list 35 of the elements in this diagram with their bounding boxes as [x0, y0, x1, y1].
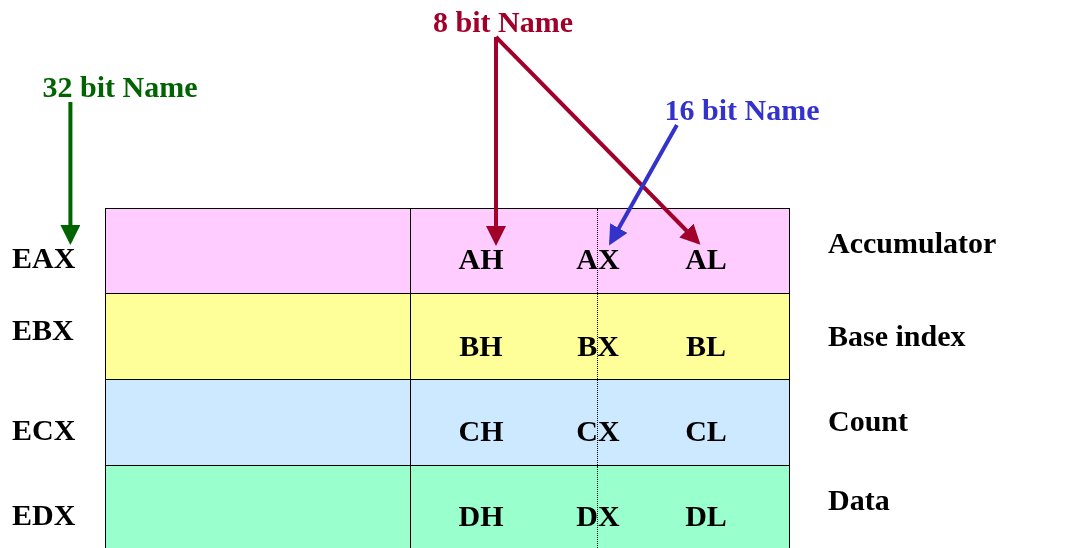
- register-description: Accumulator: [828, 228, 997, 258]
- register-cell: [105, 379, 411, 466]
- register-name: CH: [458, 416, 504, 446]
- register-cell: [410, 293, 790, 380]
- register-description: Base index: [828, 321, 966, 351]
- register-name: BL: [686, 331, 726, 361]
- register-description: Count: [828, 406, 909, 436]
- register-cell: [410, 208, 790, 294]
- register-name: EDX: [12, 500, 76, 530]
- size-label: 32 bit Name: [42, 72, 198, 102]
- register-name: DX: [576, 501, 620, 531]
- register-name: EAX: [12, 243, 76, 273]
- register-cell: [410, 465, 790, 548]
- register-name: AL: [685, 244, 727, 274]
- size-label: 8 bit Name: [433, 7, 573, 37]
- arrow: [486, 37, 506, 246]
- register-name: BH: [459, 331, 503, 361]
- register-name: EBX: [12, 315, 74, 345]
- register-name: BX: [577, 331, 619, 361]
- arrow: [609, 124, 679, 246]
- register-name: DL: [685, 501, 727, 531]
- register-cell: [105, 208, 411, 294]
- arrow: [494, 35, 701, 245]
- register-cell: [105, 465, 411, 548]
- register-cell: [105, 293, 411, 380]
- register-name: ECX: [12, 415, 76, 445]
- arrow: [60, 102, 81, 245]
- register-name: CL: [685, 416, 727, 446]
- register-name: DH: [458, 501, 504, 531]
- register-cell: [410, 379, 790, 466]
- register-name: AH: [458, 244, 504, 274]
- register-name: AX: [576, 244, 620, 274]
- size-label: 16 bit Name: [664, 95, 820, 125]
- register-description: Data: [828, 485, 890, 515]
- register-name: CX: [576, 416, 620, 446]
